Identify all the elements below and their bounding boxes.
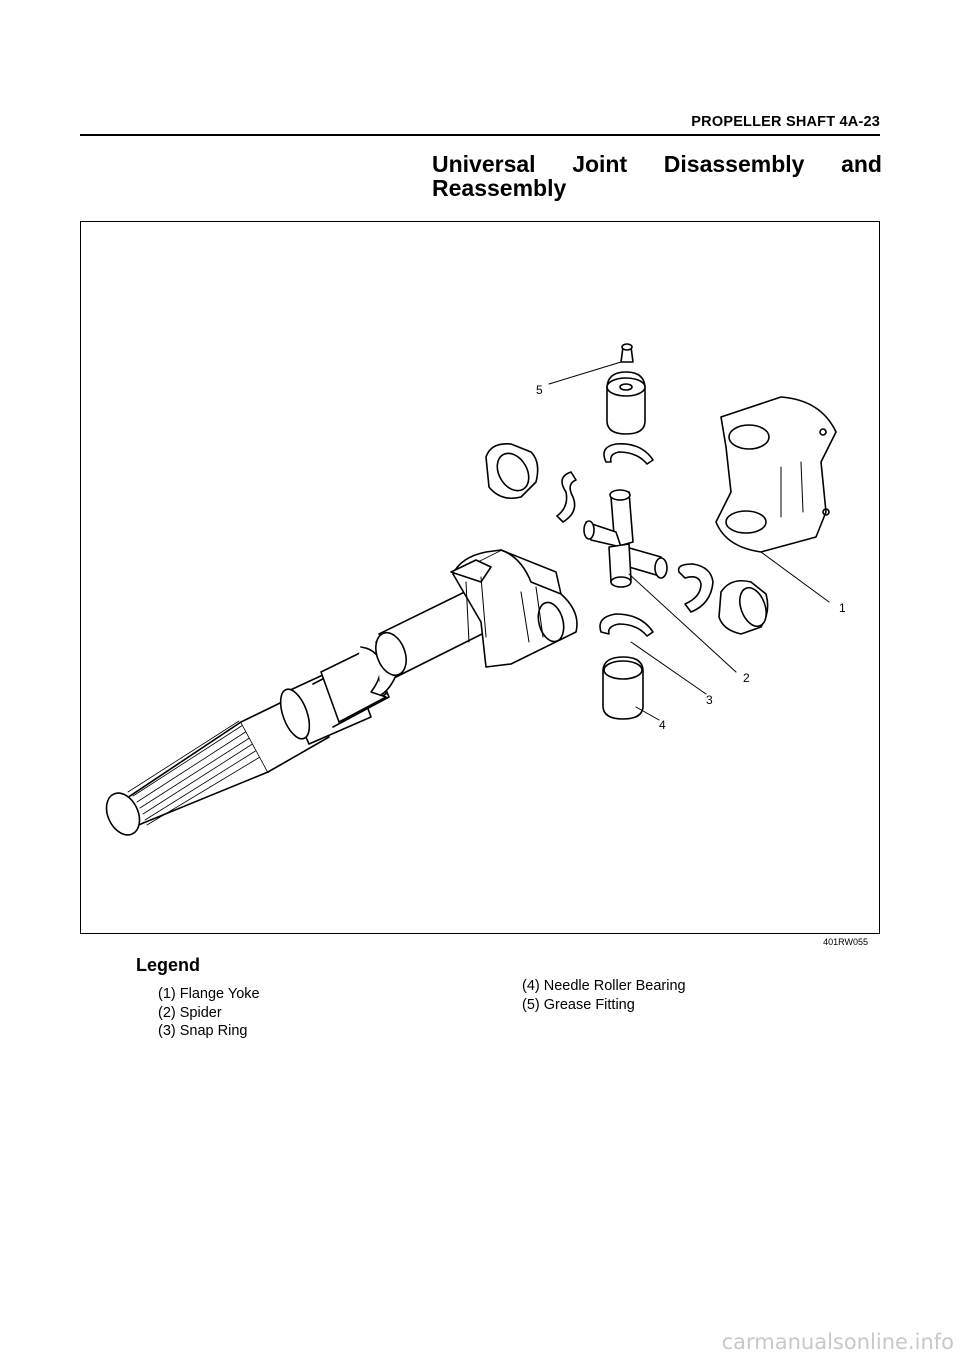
callout-3: 3 <box>706 693 713 707</box>
title-line-1: Universal Joint Disassembly and <box>432 152 882 176</box>
callout-4: 4 <box>659 718 666 732</box>
flange-yoke <box>715 396 837 553</box>
figure-code: 401RW055 <box>823 937 868 947</box>
page-title: Universal Joint Disassembly and Reassemb… <box>432 152 882 200</box>
spider <box>583 489 668 588</box>
legend-item: (2) Spider <box>158 1004 222 1021</box>
title-word: Joint <box>572 151 628 177</box>
callout-2: 2 <box>743 671 750 685</box>
legend-column-2: (4) Needle Roller Bearing (5) Grease Fit… <box>522 977 686 1014</box>
callout-1: 1 <box>839 601 846 615</box>
grease-fitting <box>620 343 634 363</box>
legend-column-1: (1) Flange Yoke (2) Spider (3) Snap Ring <box>158 985 260 1041</box>
legend-title: Legend <box>136 955 201 975</box>
section-header: PROPELLER SHAFT 4A-23 <box>691 114 880 130</box>
title-word: Universal <box>432 151 536 177</box>
title-word: and <box>841 151 882 177</box>
watermark[interactable]: carmanualsonline.info <box>721 1330 954 1354</box>
needle-roller-bearings <box>485 371 769 720</box>
shaft-tube <box>320 583 497 723</box>
legend-item: (3) Snap Ring <box>158 1023 248 1039</box>
snap-rings <box>556 443 714 637</box>
page-header: PROPELLER SHAFT 4A-23 <box>80 112 880 136</box>
legend-item: (5) Grease Fitting <box>522 996 635 1013</box>
callout-5: 5 <box>536 383 543 397</box>
legend-item: (4) Needle Roller Bearing <box>522 978 686 994</box>
legend-item: (1) Flange Yoke <box>158 986 260 1002</box>
slip-yoke <box>450 549 578 668</box>
title-word: Disassembly <box>663 151 805 177</box>
exploded-view-figure: 5 1 2 3 4 <box>80 221 880 934</box>
callout-leaders <box>548 361 830 721</box>
universal-joint-illustration: 5 1 2 3 4 <box>105 343 846 836</box>
title-line-2: Reassembly <box>432 175 567 201</box>
